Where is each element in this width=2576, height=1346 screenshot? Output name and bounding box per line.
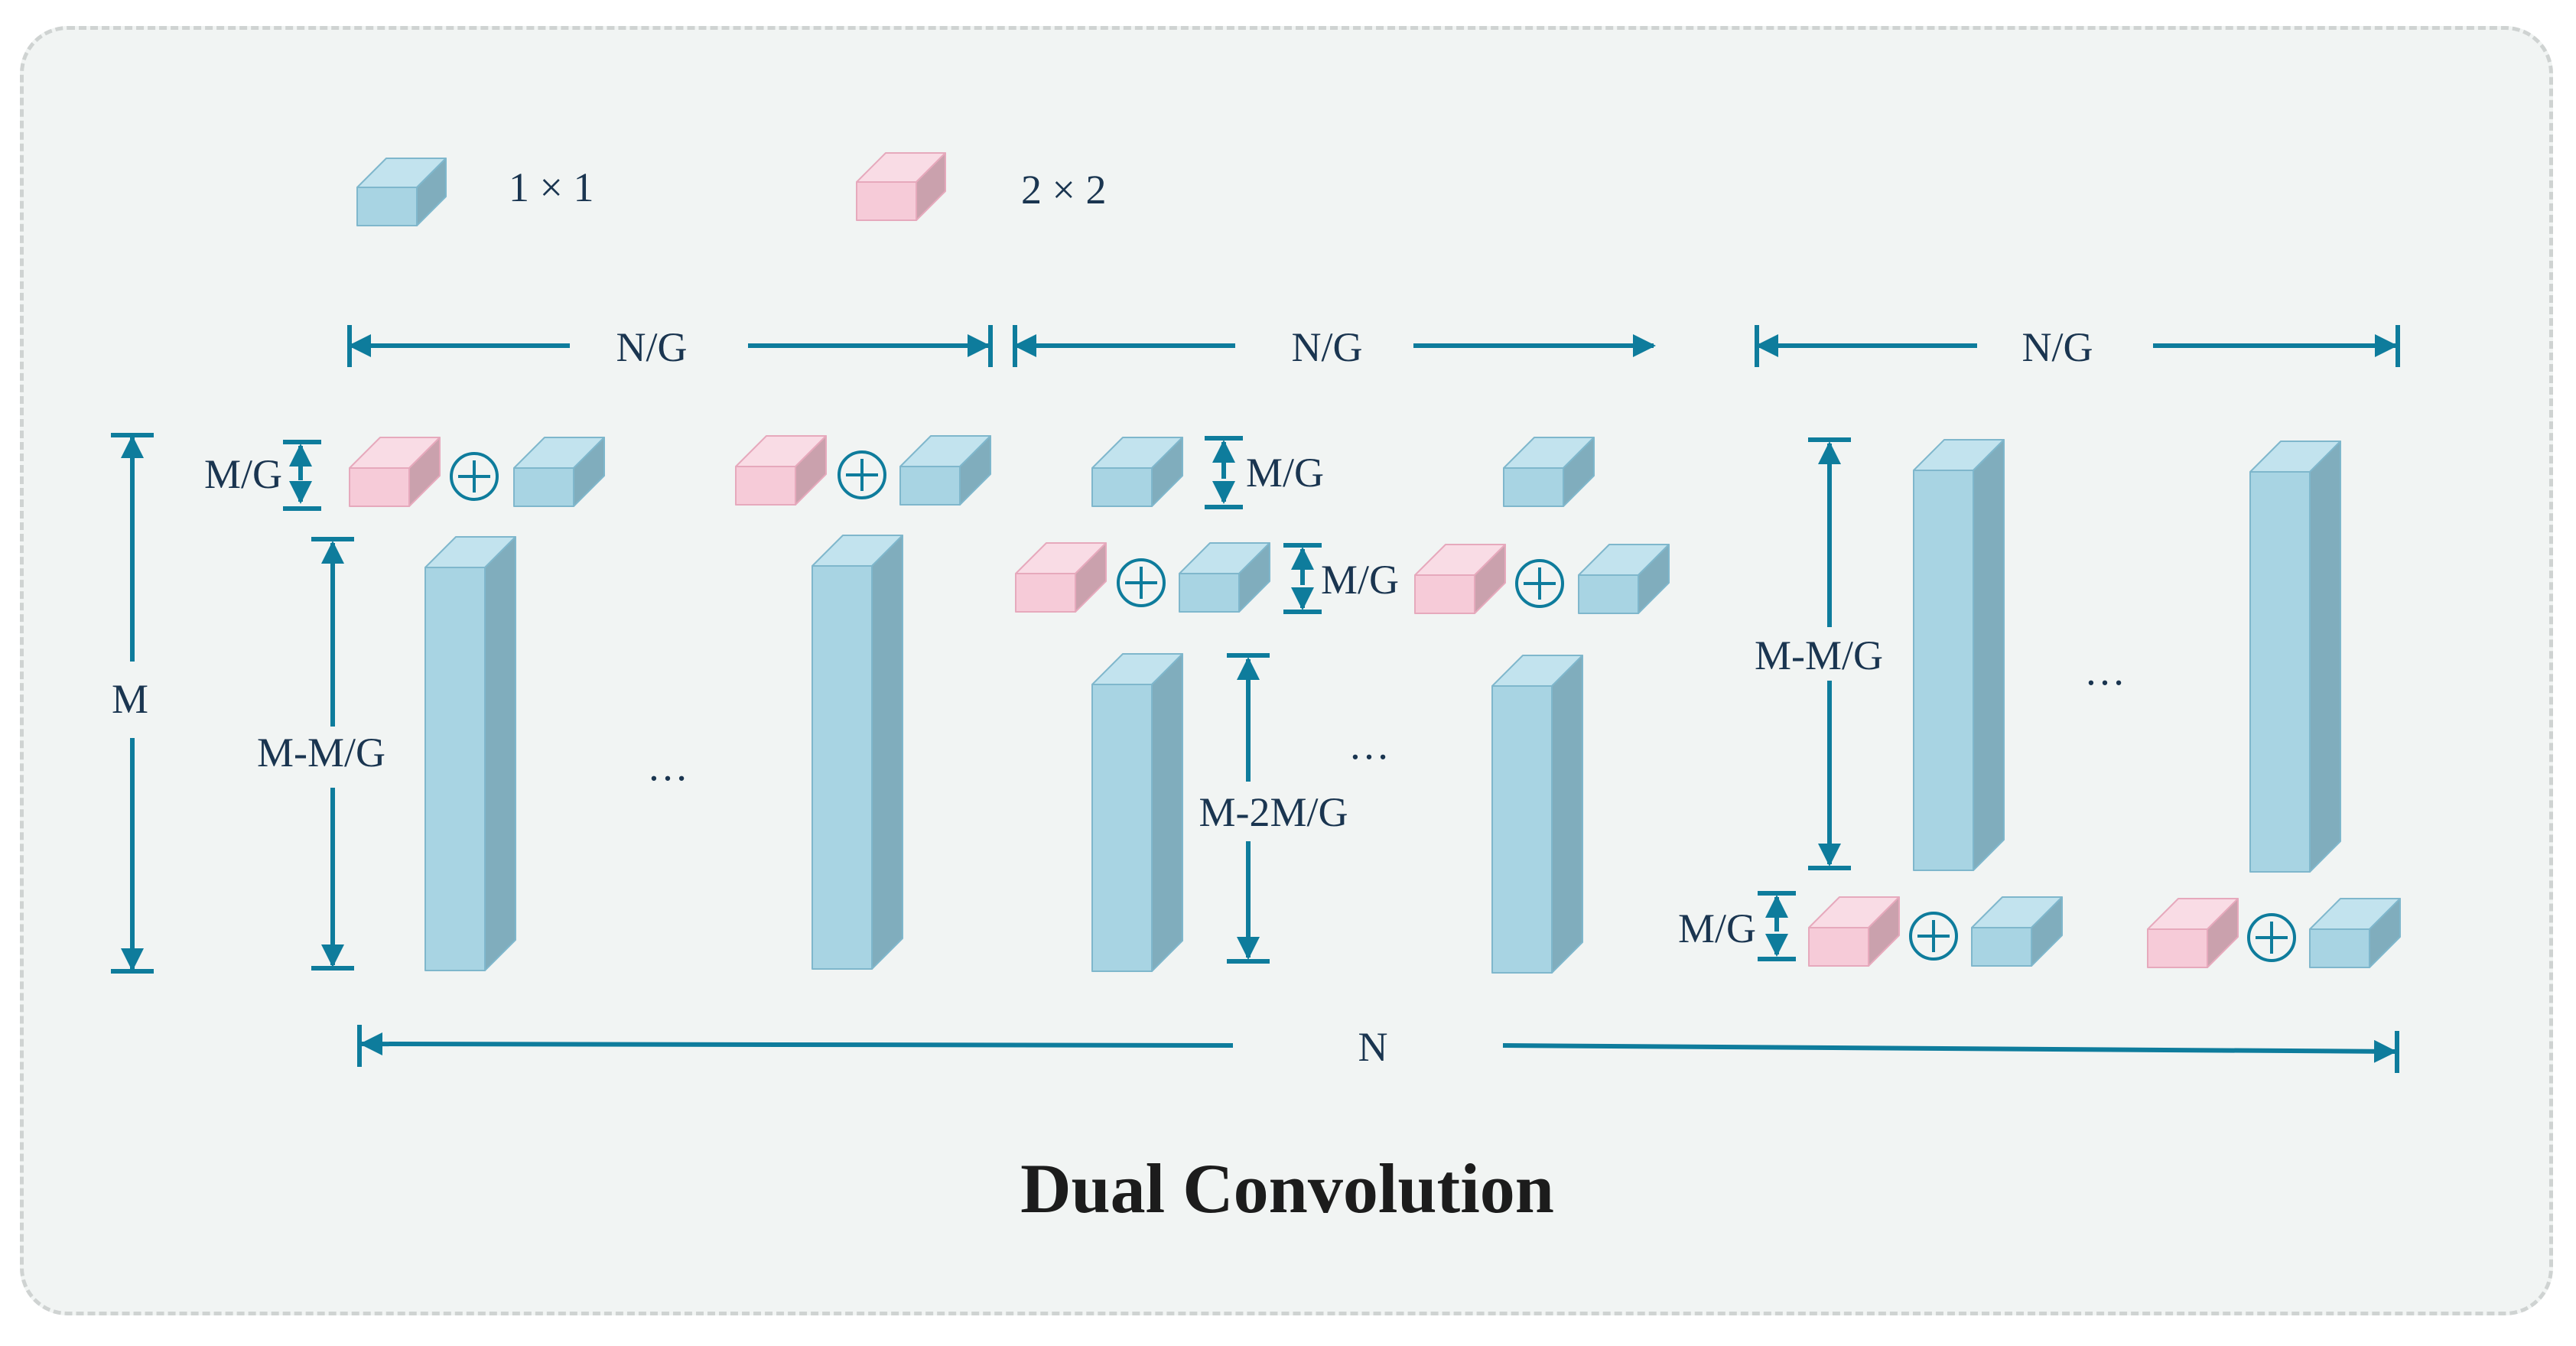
g1-mmg-label: M-M/G — [257, 730, 385, 775]
g2-pink-kernel-2 — [1414, 544, 1506, 614]
g3-mg-label: M/G — [1678, 905, 1756, 951]
g1-pink-kernel-2 — [735, 435, 827, 506]
n-label: N — [1358, 1024, 1388, 1070]
legend-blue-cube — [356, 158, 447, 226]
g3-blue-kernel-1 — [1971, 896, 2063, 967]
g2-tall-bar-2 — [1491, 655, 1583, 974]
legend-pink-cube-icon — [856, 152, 946, 221]
g2-plus-icon-2 — [1515, 559, 1564, 608]
g3-pink-kernel-1 — [1808, 896, 1900, 967]
g1-blue-kernel-1 — [513, 437, 605, 507]
legend: 1 × 1 2 × 2 — [356, 152, 1106, 226]
g2-mg-mid-label: M/G — [1321, 557, 1399, 603]
m-dimension: M — [111, 433, 154, 974]
g3-blue-kernel-2 — [2309, 898, 2401, 968]
g3-ellipsis: … — [2084, 648, 2126, 694]
g3-tall-bar-1 — [1913, 439, 2005, 871]
g3-plus-icon-2 — [2247, 913, 2296, 962]
legend-blue-cube-icon — [356, 158, 447, 226]
ng-dimension-group-2: N/G — [1013, 324, 1656, 370]
g2-ellipsis: … — [1348, 722, 1390, 768]
n-dimension: N — [357, 1024, 2399, 1073]
g3-plus-icon-1 — [1909, 912, 1958, 961]
g1-tall-bar-2 — [812, 535, 903, 970]
g1-pink-kernel-1 — [349, 437, 441, 507]
m-label: M — [112, 676, 148, 722]
n-arrow-right — [1502, 1039, 2397, 1063]
g1-mg-label: M/G — [204, 451, 282, 497]
ng-label-3: N/G — [2022, 324, 2093, 370]
g1-blue-kernel-2 — [899, 435, 991, 506]
g2-plus-icon-1 — [1117, 558, 1166, 607]
group-3: M-M/G M/G … — [1678, 437, 2126, 961]
ng-label-2: N/G — [1292, 324, 1363, 370]
g2-m2mg-label: M-2M/G — [1199, 789, 1348, 835]
g2-pink-kernel-1 — [1015, 542, 1107, 613]
g3-tall-bar-2 — [2249, 441, 2341, 873]
g1-ellipsis: … — [647, 743, 688, 789]
g2-blue-kernel-1 — [1179, 542, 1270, 613]
ng-dimension-group-1: N/G — [347, 324, 993, 370]
g2-blue-kernel-top-2 — [1503, 437, 1595, 507]
g3-mmg-label: M-M/G — [1755, 632, 1883, 678]
g2-blue-kernel-top-1 — [1091, 437, 1183, 507]
group-1: M/G M-M/G … — [204, 440, 688, 970]
g2-mg-top-label: M/G — [1246, 450, 1324, 496]
legend-label-1x1: 1 × 1 — [509, 164, 594, 210]
g2-blue-kernel-2 — [1578, 544, 1670, 614]
shapes-layer — [349, 435, 2401, 974]
diagram-title: Dual Convolution — [1020, 1149, 1554, 1227]
g2-tall-bar-1 — [1091, 653, 1183, 972]
legend-pink-cube — [856, 152, 946, 221]
legend-label-2x2: 2 × 2 — [1021, 167, 1106, 213]
g3-pink-kernel-2 — [2147, 898, 2239, 968]
n-arrow-left — [359, 1032, 1234, 1056]
ng-label-1: N/G — [616, 324, 688, 370]
g1-plus-icon-1 — [450, 452, 499, 501]
ng-dimension-group-3: N/G — [1755, 324, 2400, 370]
g1-tall-bar-1 — [424, 536, 516, 971]
g1-plus-icon-2 — [838, 450, 886, 499]
